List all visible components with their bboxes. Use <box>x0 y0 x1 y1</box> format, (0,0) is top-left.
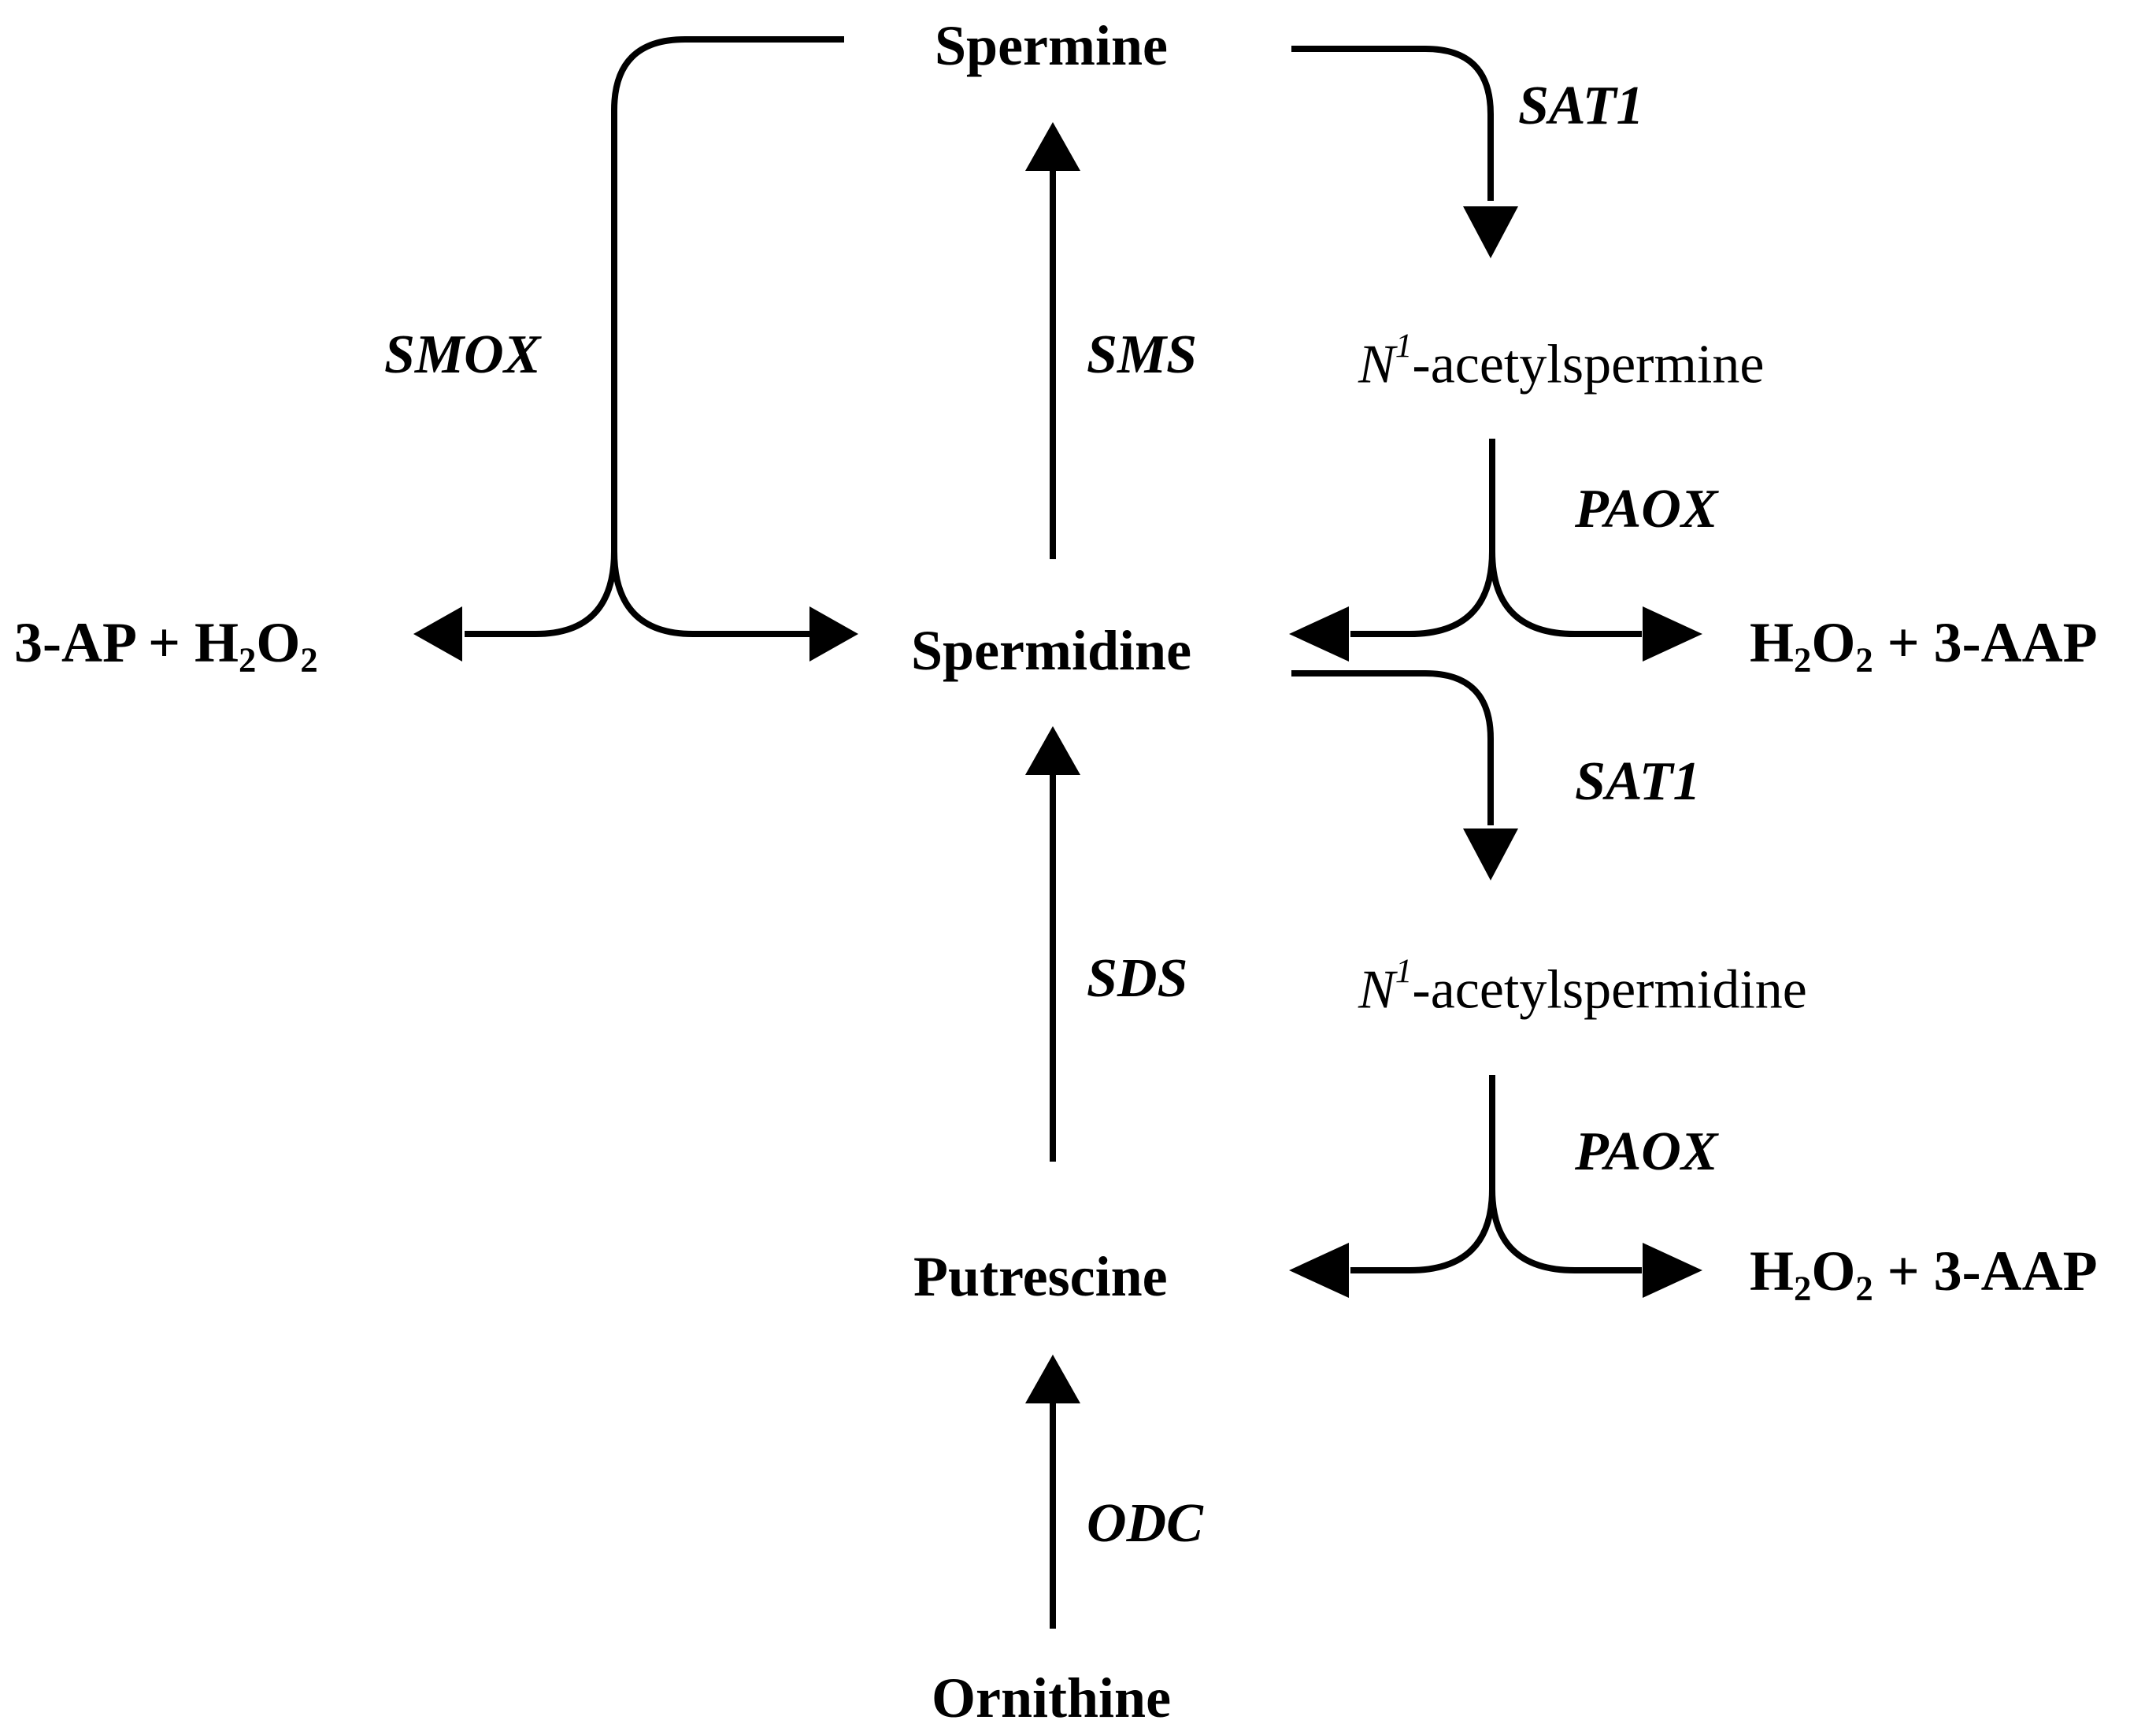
paox-top-left-arrowhead <box>1289 606 1349 662</box>
smox-right-arrowhead <box>809 606 858 662</box>
spermine-label: Spermine <box>935 14 1168 77</box>
putrescine-label: Putrescine <box>913 1245 1168 1308</box>
smox-enzyme-label: SMOX <box>384 324 541 385</box>
sds-arrowhead <box>1025 726 1080 775</box>
smox-left-arrowhead <box>413 606 462 662</box>
sat1-bottom-arrowhead <box>1463 828 1518 880</box>
paox-top-right-arrowhead <box>1643 606 1702 662</box>
sms-arrowhead <box>1025 122 1080 171</box>
paox-bottom-right-arrowhead <box>1643 1243 1702 1298</box>
n1-acetylspermidine-label: N1-acetylspermidine <box>1358 952 1807 1021</box>
sat1-top-enzyme-label: SAT1 <box>1518 76 1644 136</box>
sds-enzyme-label: SDS <box>1087 948 1188 1009</box>
sat1-top-arrowhead <box>1463 206 1518 258</box>
spermidine-label: Spermidine <box>911 619 1192 682</box>
ornithine-label: Ornithine <box>932 1666 1172 1720</box>
paox-bottom-enzyme-label: PAOX <box>1575 1121 1718 1182</box>
odc-arrowhead <box>1025 1355 1080 1403</box>
odc-enzyme-label: ODC <box>1087 1493 1203 1554</box>
smox-products-label: 3-AP + H2O2 <box>14 611 318 680</box>
sat1-bottom-enzyme-label: SAT1 <box>1575 751 1701 812</box>
smox-curve <box>611 36 844 637</box>
sat1-top-curve <box>1291 46 1494 201</box>
sat1-bottom-curve <box>1291 670 1494 825</box>
smox-left-branch <box>465 550 617 637</box>
paox-bottom-left <box>1350 1075 1495 1273</box>
paox-top-left <box>1350 439 1495 637</box>
paox-bottom-right <box>1489 1188 1642 1273</box>
paox-top-enzyme-label: PAOX <box>1575 479 1718 539</box>
paox-top-products-label: H2O2 + 3-AAP <box>1750 611 2098 680</box>
sms-enzyme-label: SMS <box>1087 324 1198 385</box>
paox-bottom-products-label: H2O2 + 3-AAP <box>1750 1240 2098 1308</box>
n1-acetylspermine-label: N1-acetylspermine <box>1358 327 1765 395</box>
paox-bottom-left-arrowhead <box>1289 1243 1349 1298</box>
paox-top-right <box>1489 550 1642 637</box>
